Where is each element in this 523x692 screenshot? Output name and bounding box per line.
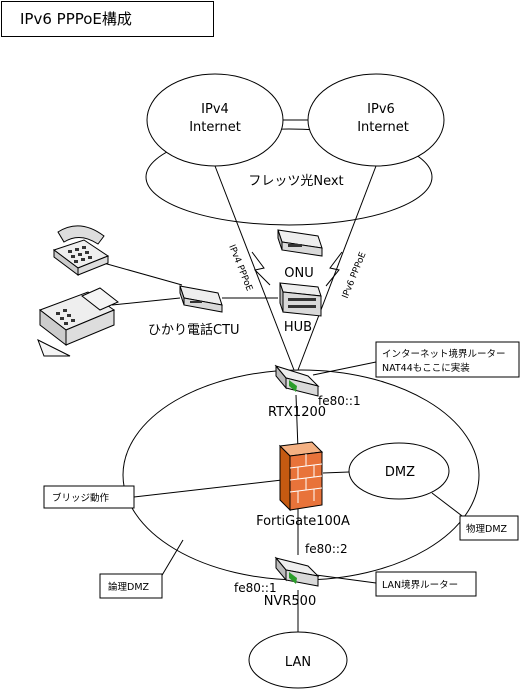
ipv6-internet-label-2: Internet	[357, 120, 409, 135]
ipv6-internet-label-1: IPv6	[367, 102, 395, 117]
lan-label: LAN	[285, 655, 311, 670]
fax-ctu-line	[111, 297, 181, 306]
nvr-lower-address: fe80::1	[234, 581, 277, 595]
hub-device	[279, 282, 322, 317]
rtx-note-box	[375, 341, 520, 378]
logical-dmz-text: 論理DMZ	[108, 581, 150, 593]
ipv4-internet-label-1: IPv4	[201, 102, 229, 117]
ipv6-zigzag	[325, 251, 343, 287]
ipv4-pppoe-line	[214, 165, 295, 371]
rtx-note-leader	[312, 361, 377, 376]
bridge-leader	[133, 479, 283, 498]
lan-router-text: LAN境界ルーター	[382, 579, 458, 591]
onu-label: ONU	[284, 266, 313, 281]
ipv6-pppoe-line	[297, 165, 377, 371]
phone-ctu-line	[99, 261, 183, 286]
logical-dmz-box	[99, 573, 163, 599]
onu-device	[277, 229, 323, 257]
physical-dmz-text: 物理DMZ	[466, 523, 508, 535]
hub-label: HUB	[284, 320, 312, 335]
nvr-label: NVR500	[264, 594, 316, 609]
dmz-cloud	[348, 442, 450, 500]
rtx-address-label: fe80::1	[318, 394, 361, 408]
physical-dmz-box	[459, 515, 519, 541]
diagram-title: IPv6 PPPoE構成	[1, 1, 214, 37]
forti-label: FortiGate100A	[256, 514, 350, 529]
rtx-forti-line	[295, 394, 299, 451]
lan-router-box	[375, 571, 477, 597]
nvr500-router	[274, 556, 320, 587]
ipv4-zigzag	[251, 251, 271, 286]
bridge-text: ブリッジ動作	[52, 492, 110, 504]
telephone-icon	[52, 225, 110, 276]
rtx-label: RTX1200	[268, 405, 326, 420]
ipv4-internet-label-2: Internet	[189, 120, 241, 135]
ipv6-pppoe-label: IPv6 PPPoE	[341, 251, 369, 301]
rtx1200-router	[274, 364, 320, 397]
ipv4-pppoe-label: IPv4 PPPoE	[226, 243, 254, 293]
ctu-device	[179, 285, 223, 313]
fortigate-firewall	[278, 441, 324, 512]
rtx-note-line1: インターネット境界ルーター	[382, 348, 506, 360]
rtx-note-line2: NAT44もここに実装	[382, 362, 470, 374]
bridge-box	[43, 485, 135, 509]
forti-dmz-line	[322, 471, 350, 474]
fax-icon	[37, 287, 119, 357]
dmz-label: DMZ	[385, 465, 415, 480]
flets-label: フレッツ光Next	[248, 174, 343, 189]
nvr-upper-address: fe80::2	[305, 542, 348, 556]
ctu-label: ひかり電話CTU	[148, 322, 240, 338]
lan-router-leader	[315, 574, 377, 584]
